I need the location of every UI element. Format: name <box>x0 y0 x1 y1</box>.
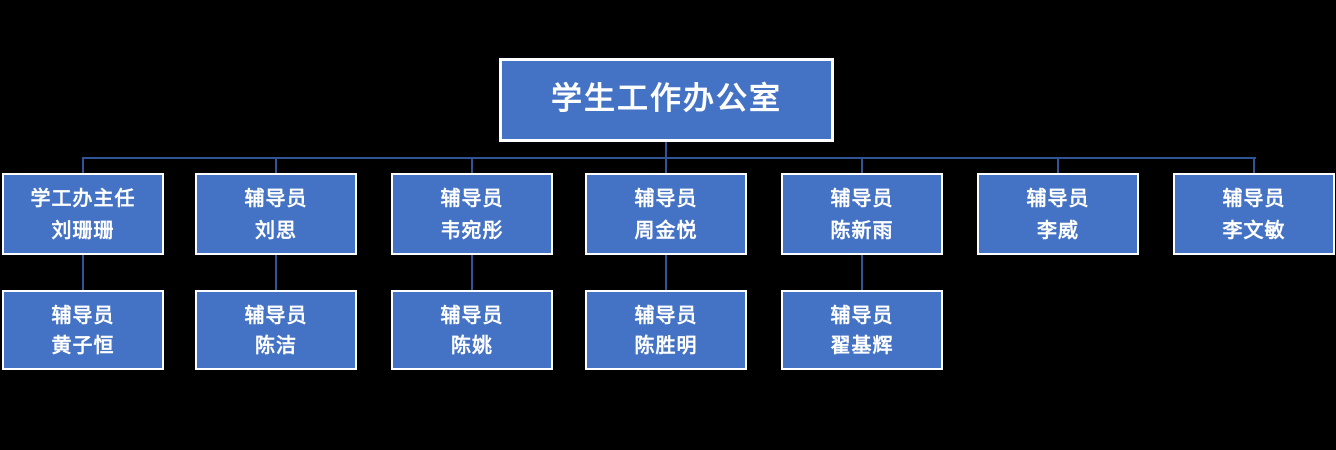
org-node-weiwantong[interactable]: 辅导员 韦宛彤 <box>391 173 553 255</box>
connector-stub-col6 <box>1057 157 1059 173</box>
org-node-chenjie[interactable]: 辅导员 陈洁 <box>195 290 357 370</box>
org-node-chenshengming[interactable]: 辅导员 陈胜明 <box>585 290 747 370</box>
connector-stub-col5 <box>861 157 863 173</box>
node-title: 辅导员 <box>244 302 308 327</box>
org-node-huangziheng[interactable]: 辅导员 黄子恒 <box>2 290 164 370</box>
org-node-liushanshan[interactable]: 学工办主任 刘珊珊 <box>2 173 164 255</box>
connector-col2-lv3 <box>275 255 277 290</box>
node-title: 辅导员 <box>634 302 698 327</box>
connector-root-drop <box>665 142 667 158</box>
connector-col4-lv3 <box>665 255 667 290</box>
node-title: 辅导员 <box>830 186 894 211</box>
org-node-chenyao[interactable]: 辅导员 陈姚 <box>391 290 553 370</box>
node-name: 陈胜明 <box>634 333 698 358</box>
org-node-liwenmin[interactable]: 辅导员 李文敏 <box>1173 173 1335 255</box>
node-title: 辅导员 <box>51 302 115 327</box>
node-name: 韦宛彤 <box>440 217 504 242</box>
connector-col1-lv3 <box>82 255 84 290</box>
org-node-liwei[interactable]: 辅导员 李威 <box>977 173 1139 255</box>
org-node-root[interactable]: 学生工作办公室 <box>499 58 834 142</box>
connector-bus <box>83 157 1256 159</box>
org-node-chenxinyu[interactable]: 辅导员 陈新雨 <box>781 173 943 255</box>
node-name: 陈姚 <box>451 333 493 358</box>
node-title: 辅导员 <box>440 302 504 327</box>
node-name: 李威 <box>1037 217 1079 242</box>
connector-stub-col3 <box>471 157 473 173</box>
node-name: 刘珊珊 <box>51 217 115 242</box>
node-title: 辅导员 <box>440 186 504 211</box>
connector-stub-col7 <box>1253 157 1255 173</box>
node-title: 辅导员 <box>634 186 698 211</box>
connector-stub-col2 <box>275 157 277 173</box>
node-name: 刘思 <box>255 217 297 242</box>
org-node-liusi[interactable]: 辅导员 刘思 <box>195 173 357 255</box>
node-name: 周金悦 <box>634 217 698 242</box>
node-name: 黄子恒 <box>51 333 115 358</box>
connector-col3-lv3 <box>471 255 473 290</box>
node-title: 辅导员 <box>244 186 308 211</box>
org-node-root-label: 学生工作办公室 <box>551 81 782 118</box>
org-node-zhaijihui[interactable]: 辅导员 翟基辉 <box>781 290 943 370</box>
connector-stub-col4 <box>665 157 667 173</box>
node-title: 辅导员 <box>1026 186 1090 211</box>
node-name: 李文敏 <box>1222 217 1286 242</box>
connector-col5-lv3 <box>861 255 863 290</box>
org-node-zhoujinyue[interactable]: 辅导员 周金悦 <box>585 173 747 255</box>
node-title: 辅导员 <box>830 302 894 327</box>
node-name: 陈新雨 <box>830 217 894 242</box>
node-title: 学工办主任 <box>30 186 136 211</box>
connector-stub-col1 <box>82 157 84 173</box>
node-name: 翟基辉 <box>830 333 894 358</box>
node-title: 辅导员 <box>1222 186 1286 211</box>
node-name: 陈洁 <box>255 333 297 358</box>
